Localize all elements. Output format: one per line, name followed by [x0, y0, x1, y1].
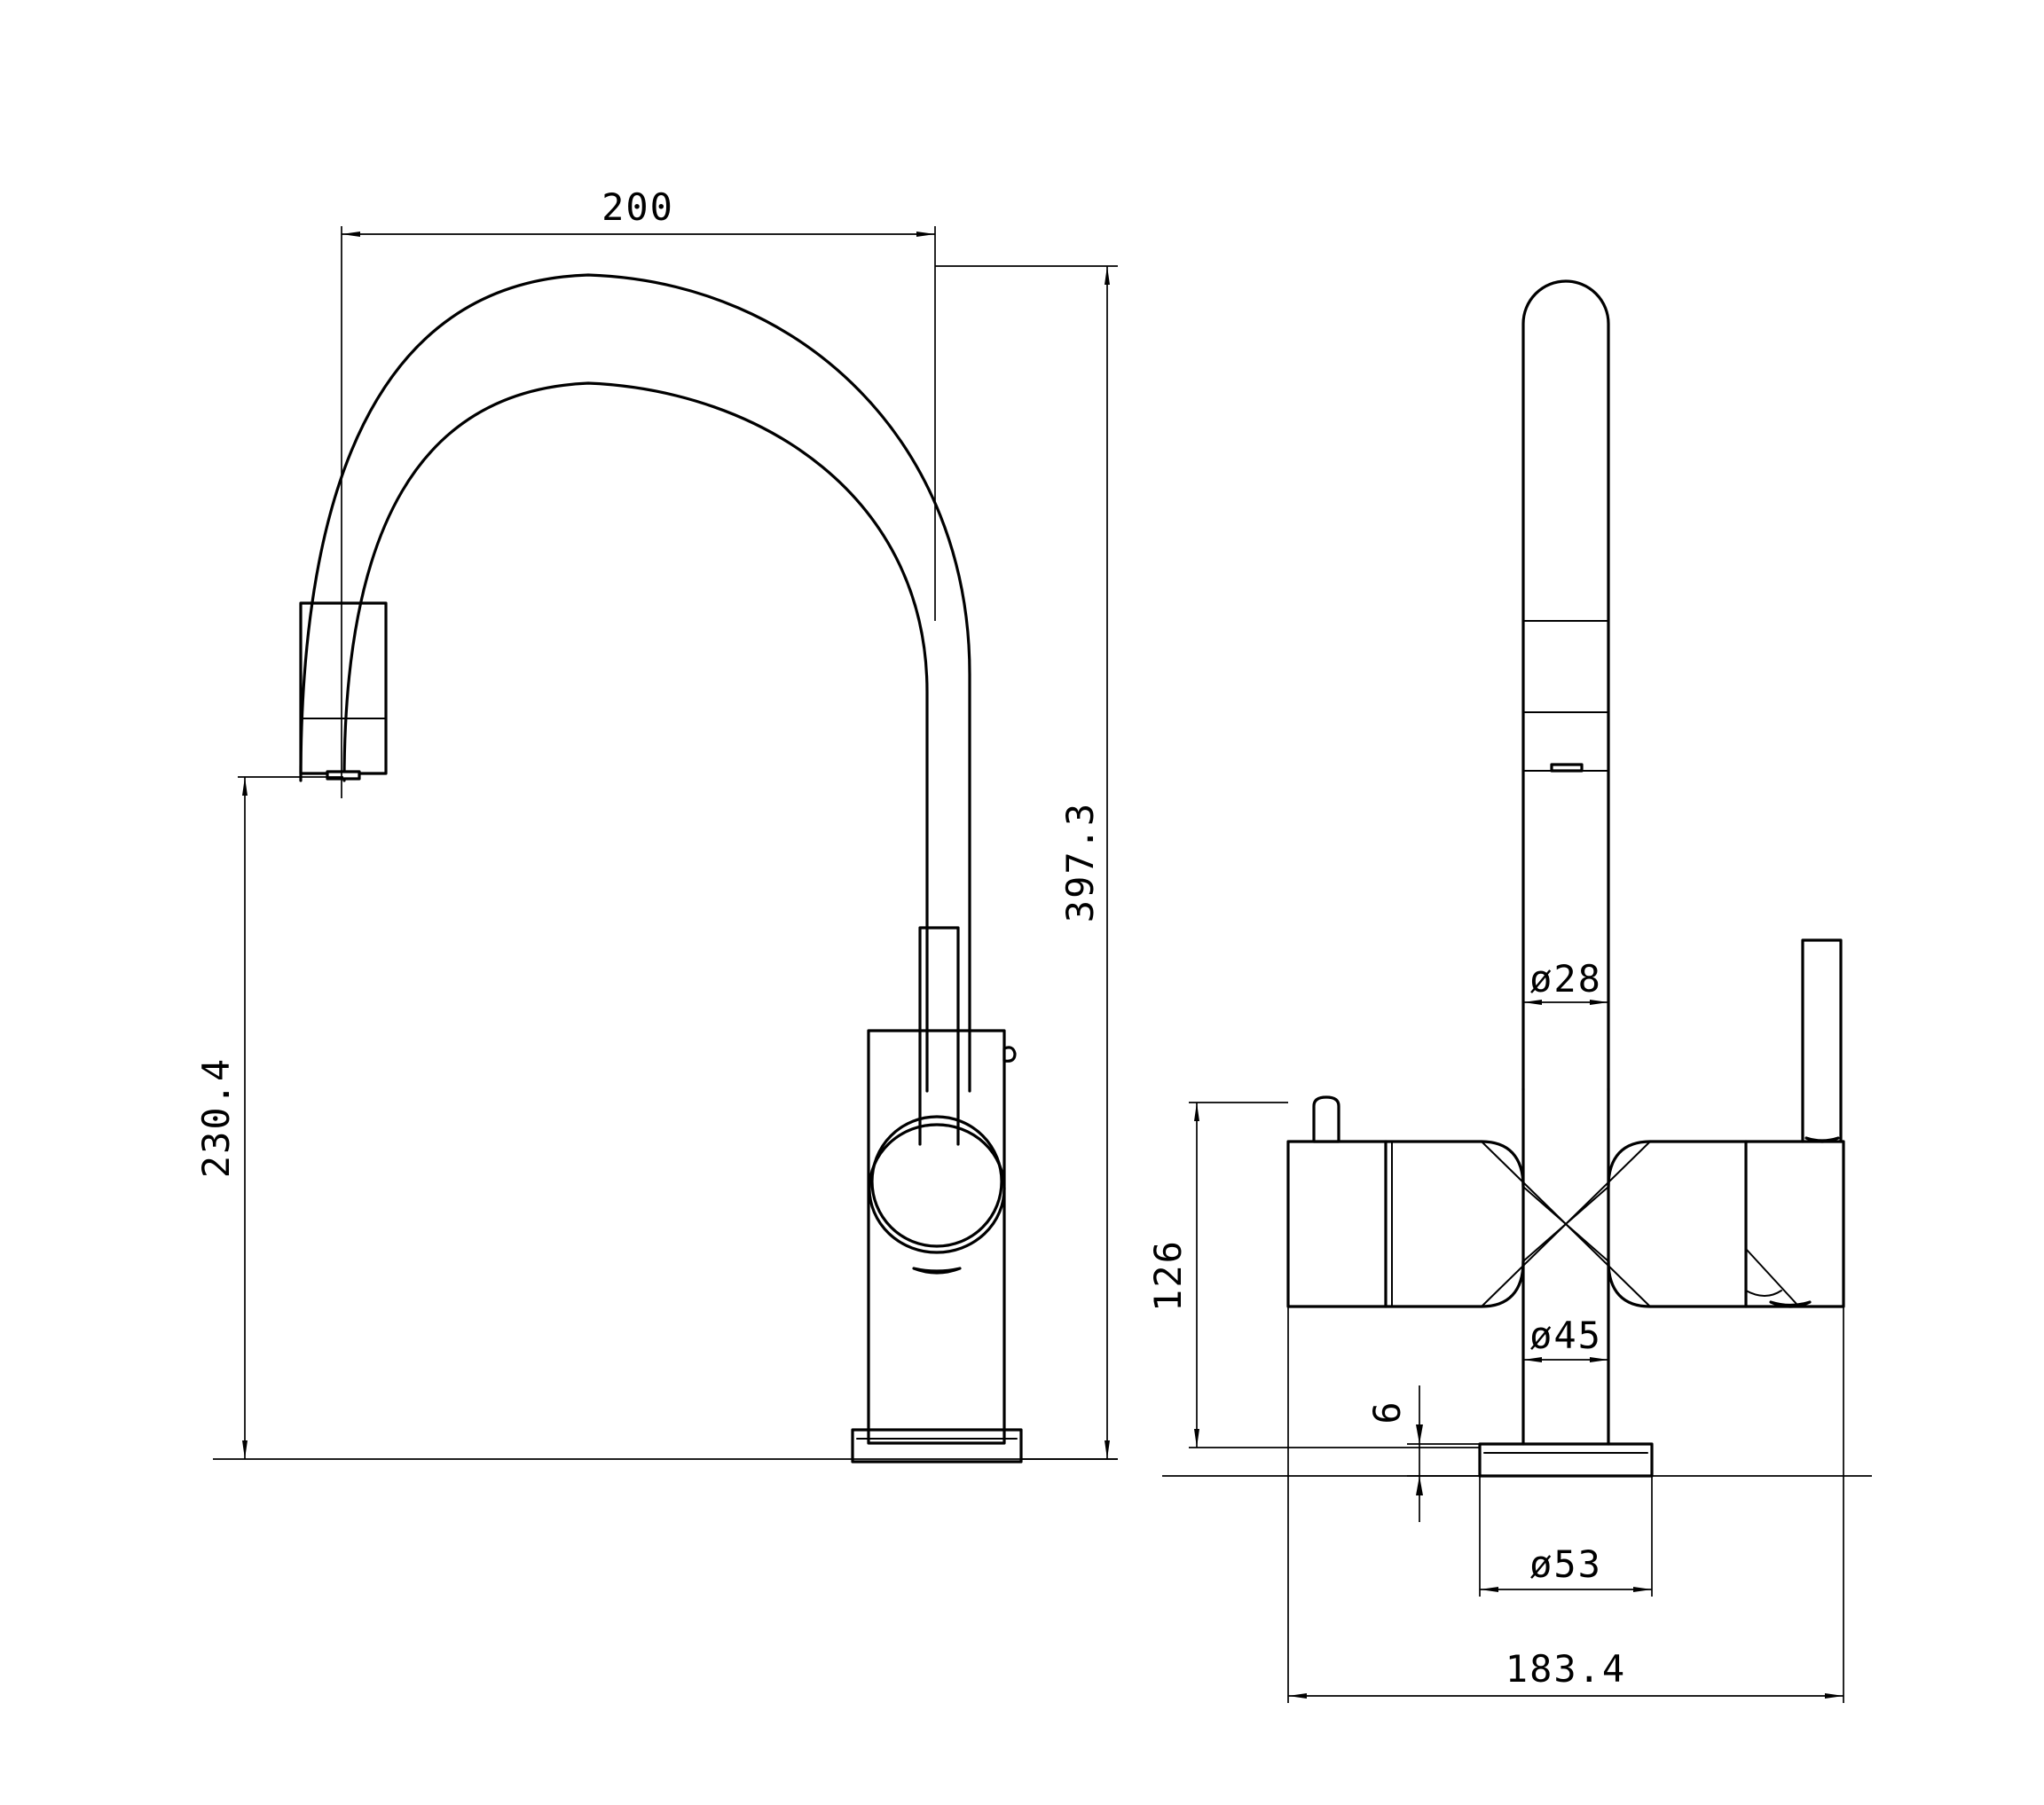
- dim-handle-span: 183.4: [1287, 1307, 1844, 1703]
- faucet-body-cylinder: [867, 1029, 1017, 1445]
- side-elevation-view: [213, 273, 1118, 1464]
- dim-label-d28: ø28: [1529, 957, 1602, 1001]
- dim-label-183-4: 183.4: [1505, 1647, 1626, 1691]
- dim-label-6: 6: [1365, 1400, 1409, 1424]
- dim-outlet-height: 230.4: [194, 776, 343, 1459]
- dim-base-diameter: ø53: [1479, 1476, 1653, 1597]
- dim-base-thickness: 6: [1365, 1385, 1480, 1522]
- dim-label-d53: ø53: [1529, 1542, 1602, 1586]
- dim-overall-height: 397.3: [935, 265, 1118, 1460]
- spout-nozzle: [299, 601, 388, 781]
- dim-label-d45: ø45: [1529, 1314, 1602, 1357]
- dim-label-230-4: 230.4: [194, 1057, 238, 1178]
- cross-handle-facet-lines: [1481, 1141, 1651, 1307]
- right-lever-arm: [1801, 938, 1843, 1143]
- base-flange-side: [851, 1428, 1023, 1464]
- cross-handle-assembly: [1286, 1087, 1845, 1446]
- dim-label-200: 200: [601, 185, 674, 229]
- dim-handle-height: 126: [1146, 1102, 1480, 1448]
- dim-label-126: 126: [1146, 1239, 1190, 1312]
- dim-body-diameter: ø45: [1523, 1314, 1608, 1362]
- dim-spout-diameter: ø28: [1523, 957, 1608, 1005]
- lever-handle-side: [918, 926, 960, 1146]
- base-flange-front: [1478, 1442, 1654, 1478]
- vertical-spout-tube: [1521, 279, 1610, 1091]
- gooseneck-spout-outline: [299, 273, 971, 1093]
- dim-label-397-3: 397.3: [1058, 802, 1102, 922]
- front-elevation-view: [1162, 279, 1872, 1478]
- dim-spout-reach: 200: [341, 185, 936, 798]
